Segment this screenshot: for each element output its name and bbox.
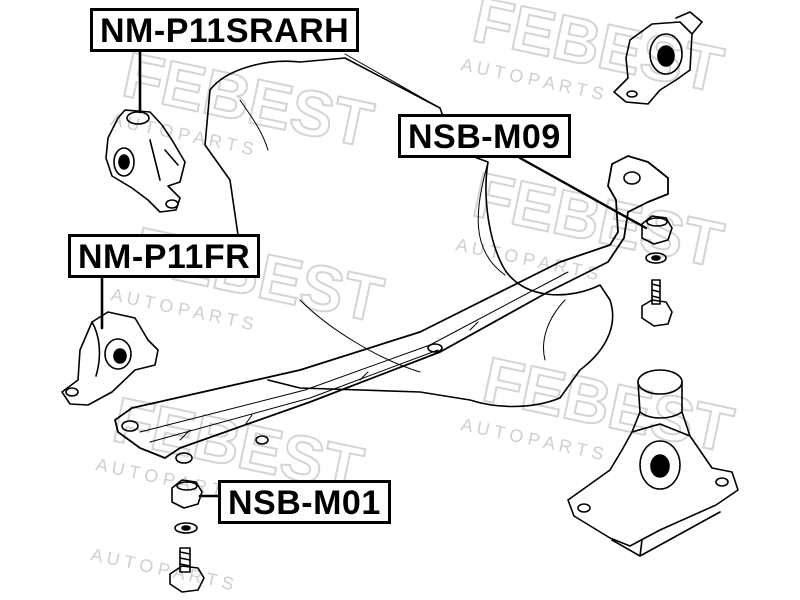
leader-nsb-m09 bbox=[518, 156, 648, 230]
crossmember bbox=[114, 155, 669, 459]
leader-nm-p11srarh-engine bbox=[344, 53, 441, 109]
mount-nm-p11srarh bbox=[105, 109, 186, 213]
crossmember-hole bbox=[427, 343, 443, 353]
callout-nm-p11fr: NM-P11FR bbox=[68, 234, 261, 278]
engine-contour bbox=[239, 99, 566, 373]
callout-nsb-m09: NSB-M09 bbox=[398, 114, 571, 158]
svg-text:A U T O P A R T S: A U T O P A R T S bbox=[89, 544, 235, 594]
crossmember-hole bbox=[121, 420, 139, 432]
watermark-tagline: A U T O P A R T S bbox=[89, 544, 235, 594]
svg-text:FEBEST: FEBEST bbox=[477, 343, 739, 466]
mount-bottom-right bbox=[567, 369, 739, 557]
crossmember-rib bbox=[139, 271, 569, 443]
hardware-stack-nsb-m01 bbox=[169, 479, 205, 593]
watermark-brand: FEBEST bbox=[476, 342, 740, 467]
crossmember-hole bbox=[255, 435, 269, 445]
hardware-stack-nsb-m09 bbox=[641, 215, 673, 327]
line-art bbox=[61, 11, 739, 593]
callout-nsb-m01: NSB-M01 bbox=[218, 480, 391, 524]
watermark-layer: FEBEST A U T O P A R T S FEBEST A U T O … bbox=[89, 0, 740, 594]
crossmember-hole bbox=[175, 452, 193, 464]
crossmember-hole bbox=[623, 171, 641, 185]
callout-nm-p11srarh: NM-P11SRARH bbox=[90, 8, 360, 52]
mount-nm-p11fr bbox=[61, 311, 159, 406]
mount-top-right bbox=[613, 11, 703, 105]
